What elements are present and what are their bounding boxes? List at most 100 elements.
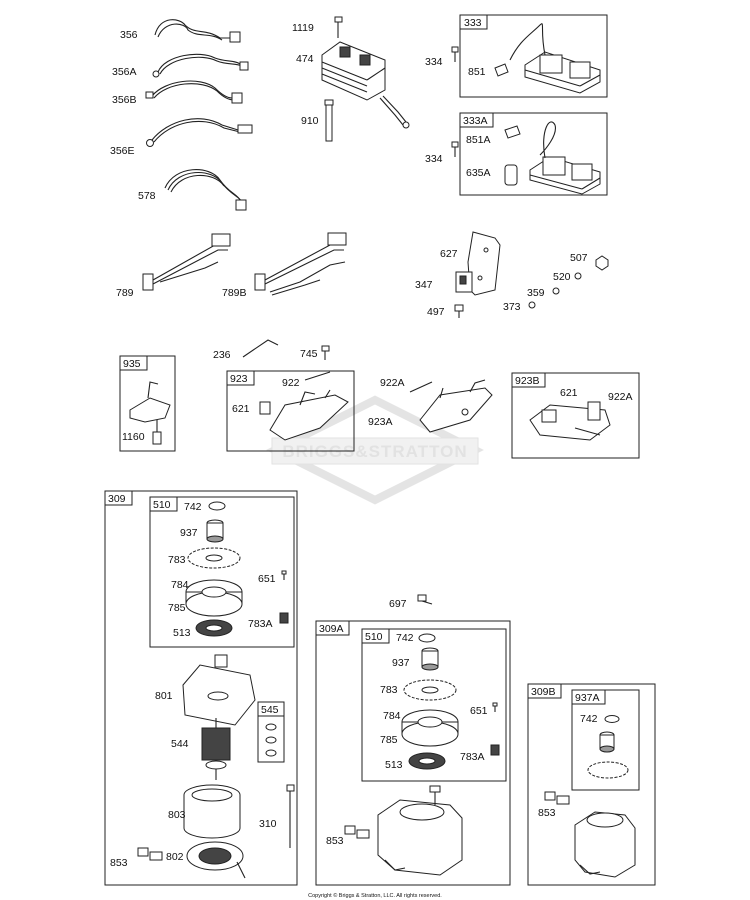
box-923-tab — [226, 370, 255, 386]
label-937-b: 937 — [392, 657, 410, 669]
label-742-a: 742 — [184, 501, 202, 513]
switch-347[interactable] — [455, 271, 473, 293]
screw-651-a[interactable] — [281, 570, 287, 580]
box-309B — [527, 683, 656, 886]
label-785-b: 785 — [380, 734, 398, 746]
label-474: 474 — [296, 53, 314, 65]
gear-783-b[interactable] — [403, 679, 457, 701]
label-356B: 356B — [112, 94, 137, 106]
label-801: 801 — [155, 690, 173, 702]
label-922: 922 — [282, 377, 300, 389]
clip-742-c[interactable] — [604, 715, 620, 723]
wire-356E[interactable] — [146, 118, 253, 147]
washer-373[interactable] — [528, 301, 536, 309]
washer-520[interactable] — [574, 272, 582, 280]
harness-789B[interactable] — [254, 232, 347, 296]
armature-544[interactable] — [201, 718, 231, 780]
label-621-b: 621 — [560, 387, 578, 399]
gear-783-a[interactable] — [187, 547, 241, 569]
box-333-tab — [459, 14, 488, 30]
governor-923B[interactable] — [529, 401, 611, 441]
starter-motor-309B[interactable] — [574, 811, 636, 878]
label-635A: 635A — [466, 167, 491, 179]
screw-497[interactable] — [454, 304, 464, 318]
kill-switch-635A[interactable] — [504, 164, 518, 186]
box-label-923: 923 — [230, 373, 248, 385]
box-333A-tab — [459, 112, 494, 128]
ignition-coil-333A[interactable] — [529, 121, 601, 195]
box-510-b-tab — [361, 628, 390, 644]
label-923A: 923A — [368, 416, 393, 428]
nut-507[interactable] — [595, 255, 609, 271]
label-789B: 789B — [222, 287, 247, 299]
label-544: 544 — [171, 738, 189, 750]
plug-853-c[interactable] — [544, 791, 570, 805]
box-label-935: 935 — [123, 358, 141, 370]
plug-853-a[interactable] — [137, 847, 163, 861]
label-742-b: 742 — [396, 632, 414, 644]
standoff-910[interactable] — [324, 99, 334, 142]
spacer-783A-b[interactable] — [490, 744, 500, 756]
box-label-937A: 937A — [575, 692, 600, 704]
endcap-801[interactable] — [182, 654, 256, 726]
wire-356B[interactable] — [145, 80, 243, 104]
box-label-333A: 333A — [463, 115, 488, 127]
label-1119: 1119 — [292, 22, 314, 34]
screw-745[interactable] — [321, 345, 330, 360]
pinion-937-a[interactable] — [206, 519, 224, 543]
bolt-310[interactable] — [286, 784, 295, 848]
ignition-coil-333[interactable] — [509, 23, 601, 94]
label-922A-a: 922A — [380, 377, 405, 389]
harness-789[interactable] — [142, 233, 231, 291]
clutch-784-a[interactable] — [185, 579, 243, 617]
clutch-784-b[interactable] — [401, 709, 459, 747]
brush-plate-802[interactable] — [186, 841, 246, 879]
label-922A-b: 922A — [608, 391, 633, 403]
housing-803[interactable] — [183, 784, 241, 839]
gear-513-b[interactable] — [408, 752, 446, 770]
bracket-935[interactable] — [129, 381, 171, 445]
box-label-923B: 923B — [515, 375, 540, 387]
label-1160: 1160 — [122, 431, 145, 443]
bracket-627[interactable] — [467, 231, 501, 296]
label-627: 627 — [440, 248, 458, 260]
wire-356[interactable] — [154, 19, 241, 43]
governor-923A[interactable] — [409, 379, 493, 433]
plug-853-b[interactable] — [344, 825, 370, 839]
box-label-510-b: 510 — [365, 631, 383, 643]
wire-578[interactable] — [164, 169, 247, 211]
washers-545[interactable] — [265, 723, 277, 757]
box-923B-tab — [511, 372, 546, 388]
clip-851[interactable] — [494, 63, 509, 77]
clip-742-a[interactable] — [208, 501, 226, 511]
screw-651-b[interactable] — [492, 702, 498, 712]
label-784-a: 784 — [171, 579, 189, 591]
label-697: 697 — [389, 598, 407, 610]
label-783A-b: 783A — [460, 751, 485, 763]
link-236[interactable] — [242, 339, 279, 358]
clip-742-b[interactable] — [418, 633, 436, 643]
box-937A-tab — [571, 689, 606, 705]
screw-334-a[interactable] — [451, 46, 459, 62]
washer-359[interactable] — [552, 287, 560, 295]
box-309-tab — [104, 490, 133, 506]
spacer-783A-a[interactable] — [279, 612, 289, 624]
label-359: 359 — [527, 287, 545, 299]
label-802: 802 — [166, 851, 184, 863]
label-578: 578 — [138, 190, 156, 202]
rectifier-474[interactable] — [321, 41, 410, 129]
screw-1119[interactable] — [334, 16, 343, 38]
pinion-937A[interactable] — [587, 731, 629, 779]
box-510-b — [361, 628, 507, 782]
screw-697[interactable] — [417, 594, 433, 605]
starter-motor-309A[interactable] — [377, 785, 463, 876]
screw-334-b[interactable] — [451, 141, 459, 157]
box-923 — [226, 370, 355, 452]
gear-513-a[interactable] — [195, 619, 233, 637]
governor-923[interactable] — [259, 371, 349, 441]
label-651-a: 651 — [258, 573, 276, 585]
box-333 — [459, 14, 608, 98]
clip-851A[interactable] — [504, 125, 521, 139]
pinion-937-b[interactable] — [421, 647, 439, 671]
wire-356A[interactable] — [152, 53, 249, 78]
